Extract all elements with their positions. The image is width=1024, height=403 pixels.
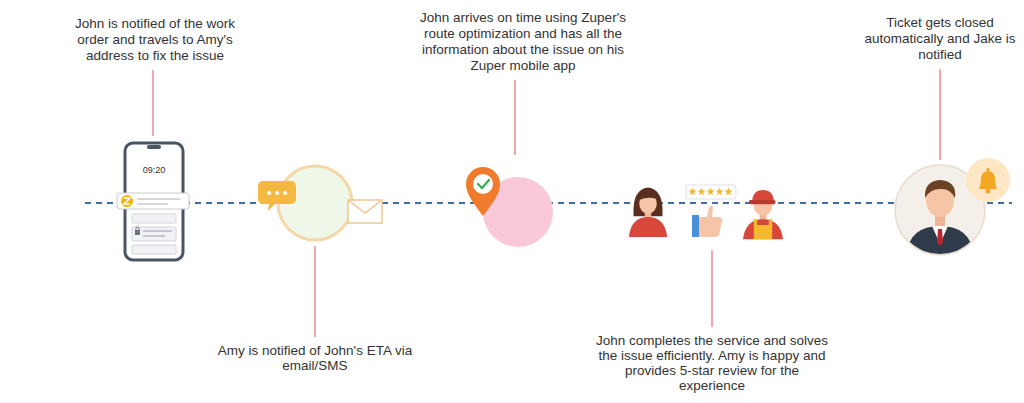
- phone-icon: [117, 143, 189, 260]
- technician-arrival-icon: [466, 167, 553, 250]
- customer-notified-icon: [258, 166, 382, 245]
- callout-text: Ticket gets closed automatically and Jak…: [856, 15, 1024, 63]
- review-icon: [629, 185, 783, 239]
- callout-text: Amy is notified of John's ETA via email/…: [215, 343, 415, 373]
- clock-time: 09:20: [132, 165, 176, 176]
- manager-icon: [895, 158, 1010, 256]
- callout-text: John is notified of the work order and t…: [63, 16, 248, 64]
- callout-text: John completes the service and solves th…: [592, 333, 832, 393]
- callout-text: John arrives on time using Zuper's route…: [414, 10, 632, 74]
- leader-lines: [153, 69, 940, 337]
